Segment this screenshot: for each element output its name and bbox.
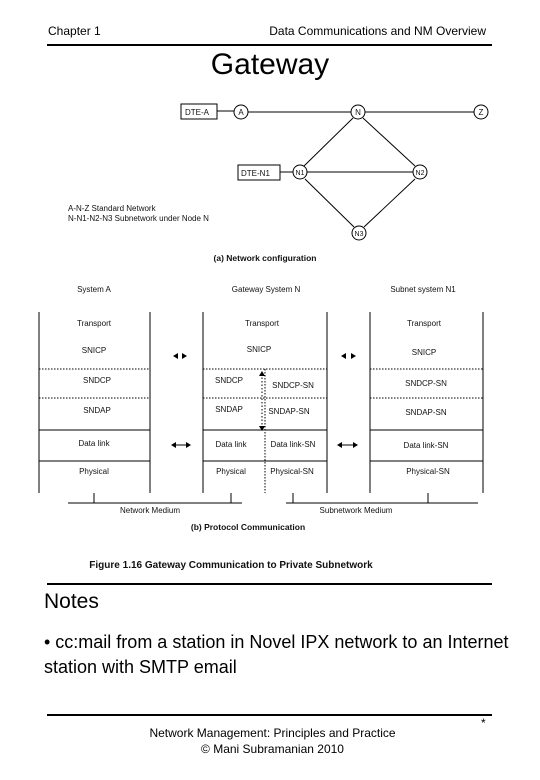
node-n3-label: N3 [355, 231, 364, 238]
protocol-communication-caption: (b) Protocol Communication [191, 522, 305, 532]
node-z [473, 104, 489, 120]
notes-heading: Notes [44, 590, 99, 613]
node-n2-label: N2 [416, 170, 425, 177]
node-n1-label: N1 [296, 170, 305, 177]
gateway-layer-sndap: SNDAP [215, 405, 243, 414]
network-configuration-caption: (a) Network configuration [214, 253, 317, 263]
subnet-layer-physical-sn: Physical-SN [406, 467, 450, 476]
network-configuration-diagram: DTE-A A N Z DTE-N1 N1 N2 N3 A-N-Z Standa… [68, 103, 489, 263]
footer-divider [47, 714, 492, 716]
node-n1 [292, 164, 308, 180]
gateway-layer-snicp: SNICP [247, 345, 271, 354]
subnet-system-title: Subnet system N1 [390, 285, 456, 294]
system-a-title: System A [77, 285, 111, 294]
link-n1-n3 [304, 178, 355, 228]
link-n2-n3 [363, 178, 416, 228]
node-z-label: Z [479, 108, 484, 117]
legend-standard-network: A-N-Z Standard Network [68, 204, 157, 213]
system-a-layer-sndcp: SNDCP [83, 376, 111, 385]
node-a-label: A [238, 108, 244, 117]
peer-arrows [171, 353, 358, 448]
gateway-layer-transport: Transport [245, 319, 280, 328]
protocol-communication-diagram: System A Gateway System N Subnet system … [38, 285, 484, 532]
footer-book-title: Network Management: Principles and Pract… [149, 726, 396, 740]
gateway-layer-sndcp: SNDCP [215, 376, 243, 385]
system-a-layer-snicp: SNICP [82, 346, 106, 355]
notes-bullet: • cc:mail from a station in Novel IPX ne… [44, 632, 509, 677]
media-lines [68, 493, 478, 504]
system-a-layer-sndap: SNDAP [83, 406, 111, 415]
subnet-layer-transport: Transport [407, 319, 442, 328]
notes-divider [47, 583, 492, 585]
footer-copyright: © Mani Subramanian 2010 [201, 742, 344, 756]
node-n-label: N [355, 108, 361, 117]
gateway-layer-sndcp-sn: SNDCP-SN [272, 381, 314, 390]
system-a-layer-data-link: Data link [78, 439, 110, 448]
system-a-stack: Transport SNICP SNDCP SNDAP Data link Ph… [38, 312, 151, 493]
chapter-label: Chapter 1 [48, 24, 101, 38]
node-n3 [351, 225, 367, 241]
node-n2 [412, 164, 428, 180]
subnet-system-stack: Transport SNICP SNDCP-SN SNDAP-SN Data l… [369, 312, 484, 493]
subnetwork-medium-label: Subnetwork Medium [320, 506, 393, 515]
figure-caption: Figure 1.16 Gateway Communication to Pri… [89, 560, 373, 571]
page-title: Gateway [210, 48, 330, 81]
page-mark: * [481, 716, 486, 730]
gateway-stack: Transport SNICP SNDCP SNDAP Data link Ph… [202, 312, 328, 493]
link-n-n2 [362, 117, 416, 167]
legend-subnetwork: N-N1-N2-N3 Subnetwork under Node N [68, 214, 209, 223]
header-divider [47, 44, 492, 46]
subnet-layer-sndap-sn: SNDAP-SN [405, 408, 447, 417]
system-a-layer-physical: Physical [79, 467, 109, 476]
gateway-layer-physical: Physical [216, 467, 246, 476]
gateway-layer-data-link: Data link [215, 440, 247, 449]
subnet-layer-data-link-sn: Data link-SN [404, 441, 449, 450]
network-medium-label: Network Medium [120, 506, 180, 515]
gateway-layer-physical-sn: Physical-SN [270, 467, 314, 476]
slide-header-title: Data Communications and NM Overview [269, 24, 486, 38]
subnet-layer-snicp: SNICP [412, 348, 436, 357]
link-n-n1 [303, 117, 354, 167]
gateway-layer-sndap-sn: SNDAP-SN [268, 407, 310, 416]
gateway-system-title: Gateway System N [232, 285, 301, 294]
subnet-layer-sndcp-sn: SNDCP-SN [405, 379, 447, 388]
footer: Network Management: Principles and Pract… [110, 725, 435, 757]
dte-n1-label: DTE-N1 [241, 169, 270, 178]
system-a-layer-transport: Transport [77, 319, 112, 328]
gateway-layer-data-link-sn: Data link-SN [271, 440, 316, 449]
dte-a-label: DTE-A [185, 108, 210, 117]
gateway-figure: DTE-A A N Z DTE-N1 N1 N2 N3 A-N-Z Standa… [38, 103, 489, 571]
